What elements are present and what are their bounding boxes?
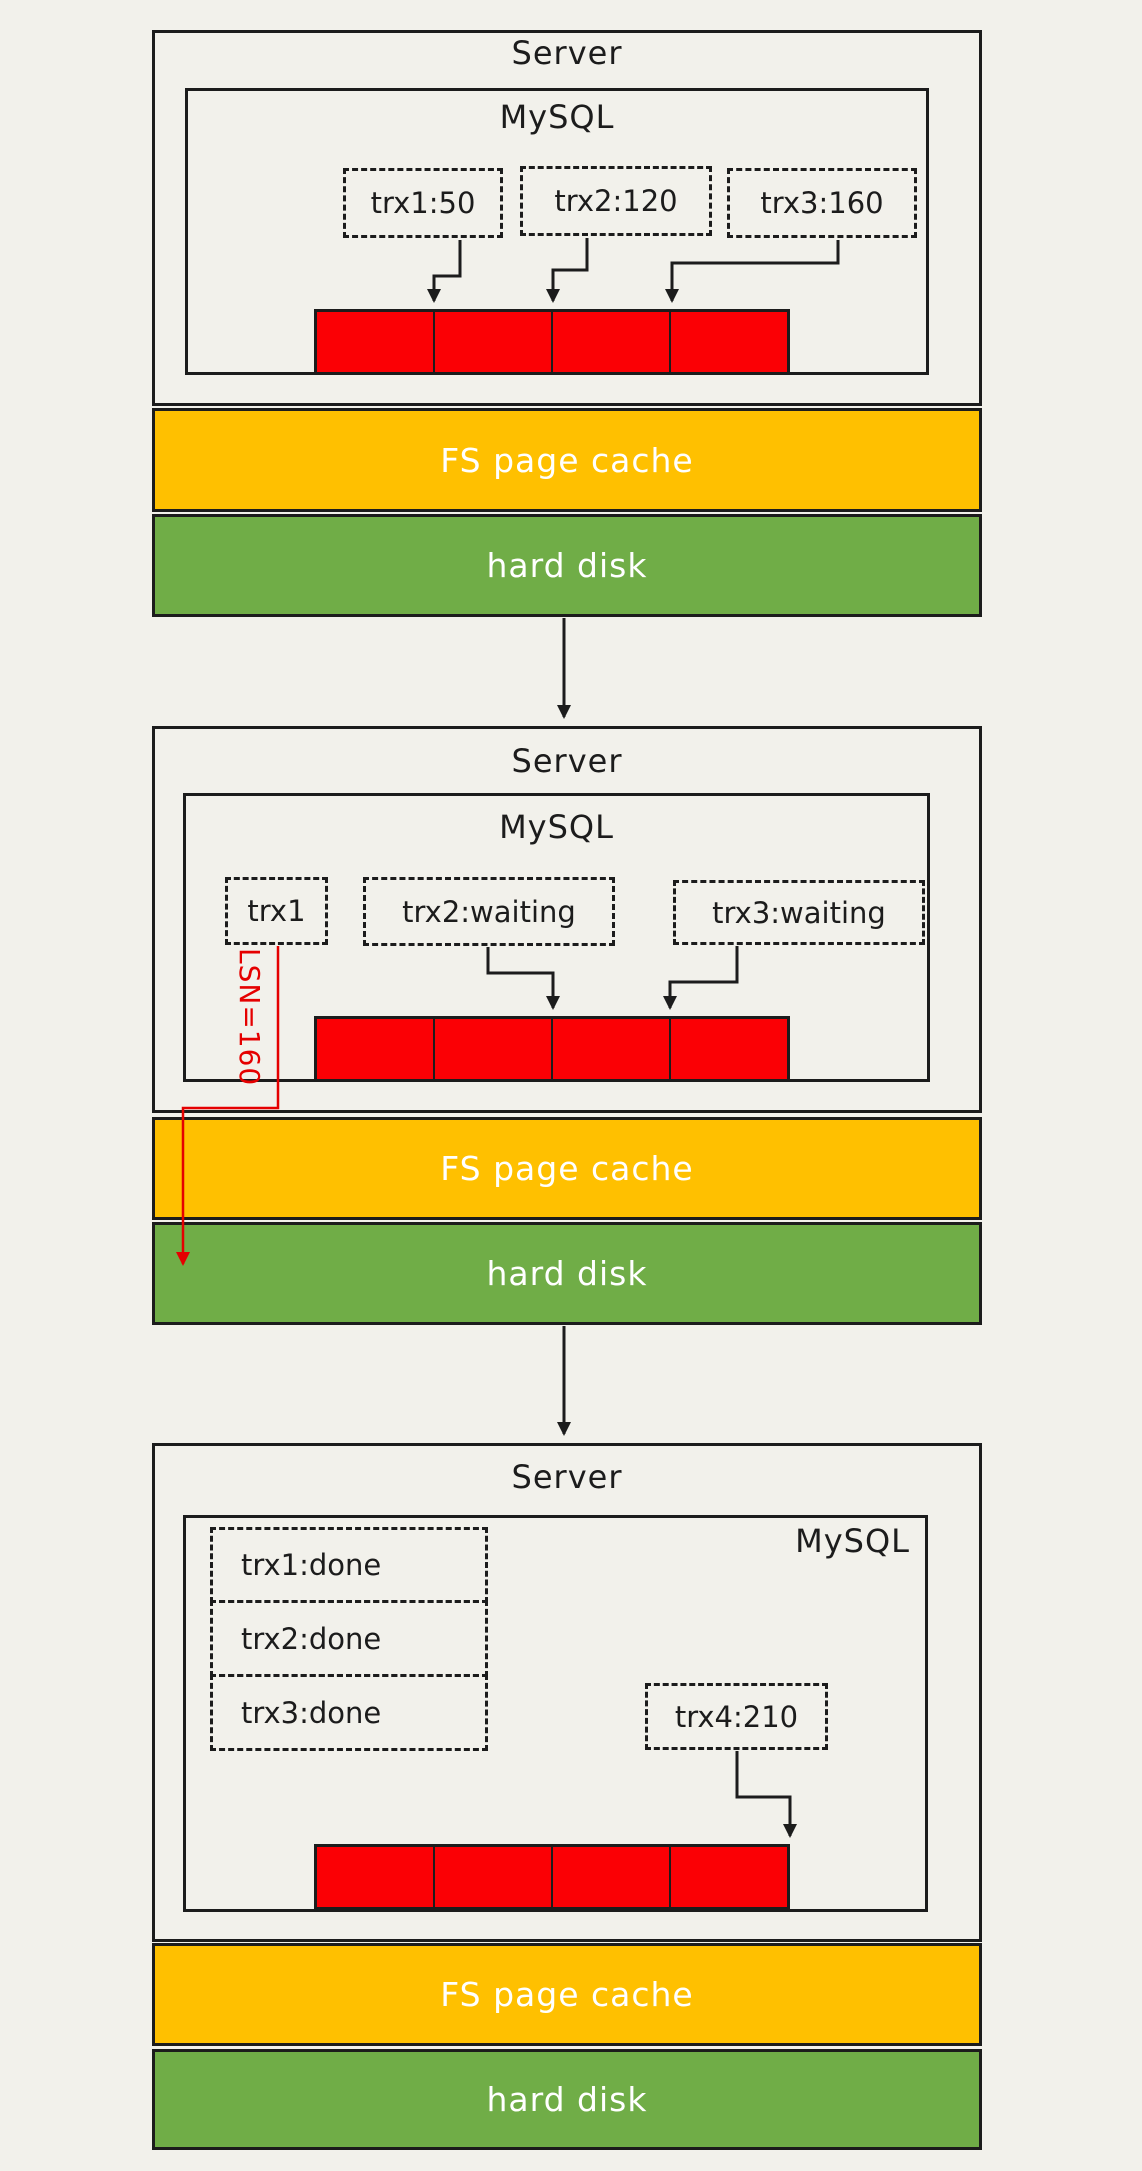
stage2-hard-disk-bar: hard disk — [152, 1222, 982, 1325]
stage3-log-buffer-segment — [317, 1847, 433, 1907]
stage3-mysql-box — [183, 1515, 928, 1912]
stage1-fs-page-cache-bar: FS page cache — [152, 408, 982, 512]
stage3-fs-page-cache-bar: FS page cache — [152, 1943, 982, 2046]
stage1-mysql-label: MySQL — [499, 98, 615, 136]
stage3-trx4-box: trx4:210 — [645, 1683, 828, 1750]
stage2-trx3-box: trx3:waiting — [673, 880, 925, 945]
stage2-trx1-box: trx1 — [225, 877, 328, 945]
stage1-trx3-box: trx3:160 — [727, 168, 917, 238]
stage2-server-label: Server — [511, 742, 623, 780]
stage3-trx3-box: trx3:done — [210, 1674, 488, 1751]
stage3-trx1-box: trx1:done — [210, 1527, 488, 1603]
stage3-log-buffer-segment — [551, 1847, 669, 1907]
stage3-server-box — [152, 1443, 982, 1942]
stage3-mysql-label: MySQL — [795, 1522, 910, 1560]
stage2-log-buffer-segment — [317, 1019, 433, 1079]
stage3-hard-disk-bar: hard disk — [152, 2049, 982, 2150]
stage3-log-buffer — [314, 1844, 790, 1910]
stage1-log-buffer — [314, 309, 790, 375]
stage1-log-buffer-segment — [317, 312, 433, 372]
stage2-trx2-box: trx2:waiting — [363, 877, 615, 946]
stage1-server-box — [152, 30, 982, 406]
stage1-server-label: Server — [511, 34, 623, 72]
stage2-mysql-label: MySQL — [499, 808, 614, 846]
stage1-log-buffer-segment — [433, 312, 551, 372]
stage1-log-buffer-segment — [551, 312, 669, 372]
stage2-log-buffer-segment — [433, 1019, 551, 1079]
stage1-trx2-box: trx2:120 — [520, 166, 712, 236]
stage2-server-box — [152, 726, 982, 1113]
stage1-trx1-box: trx1:50 — [343, 168, 503, 238]
stage1-hard-disk-bar: hard disk — [152, 514, 982, 617]
stage2-fs-page-cache-bar: FS page cache — [152, 1117, 982, 1220]
stage2-log-buffer — [314, 1016, 790, 1082]
stage2-log-buffer-segment — [551, 1019, 669, 1079]
stage1-log-buffer-segment — [669, 312, 787, 372]
stage3-server-label: Server — [511, 1458, 623, 1496]
stage3-log-buffer-segment — [433, 1847, 551, 1907]
stage3-log-buffer-segment — [669, 1847, 787, 1907]
stage3-trx2-box: trx2:done — [210, 1600, 488, 1677]
stage2-lsn-annotation: LSN=160 — [233, 948, 266, 1087]
stage2-log-buffer-segment — [669, 1019, 787, 1079]
